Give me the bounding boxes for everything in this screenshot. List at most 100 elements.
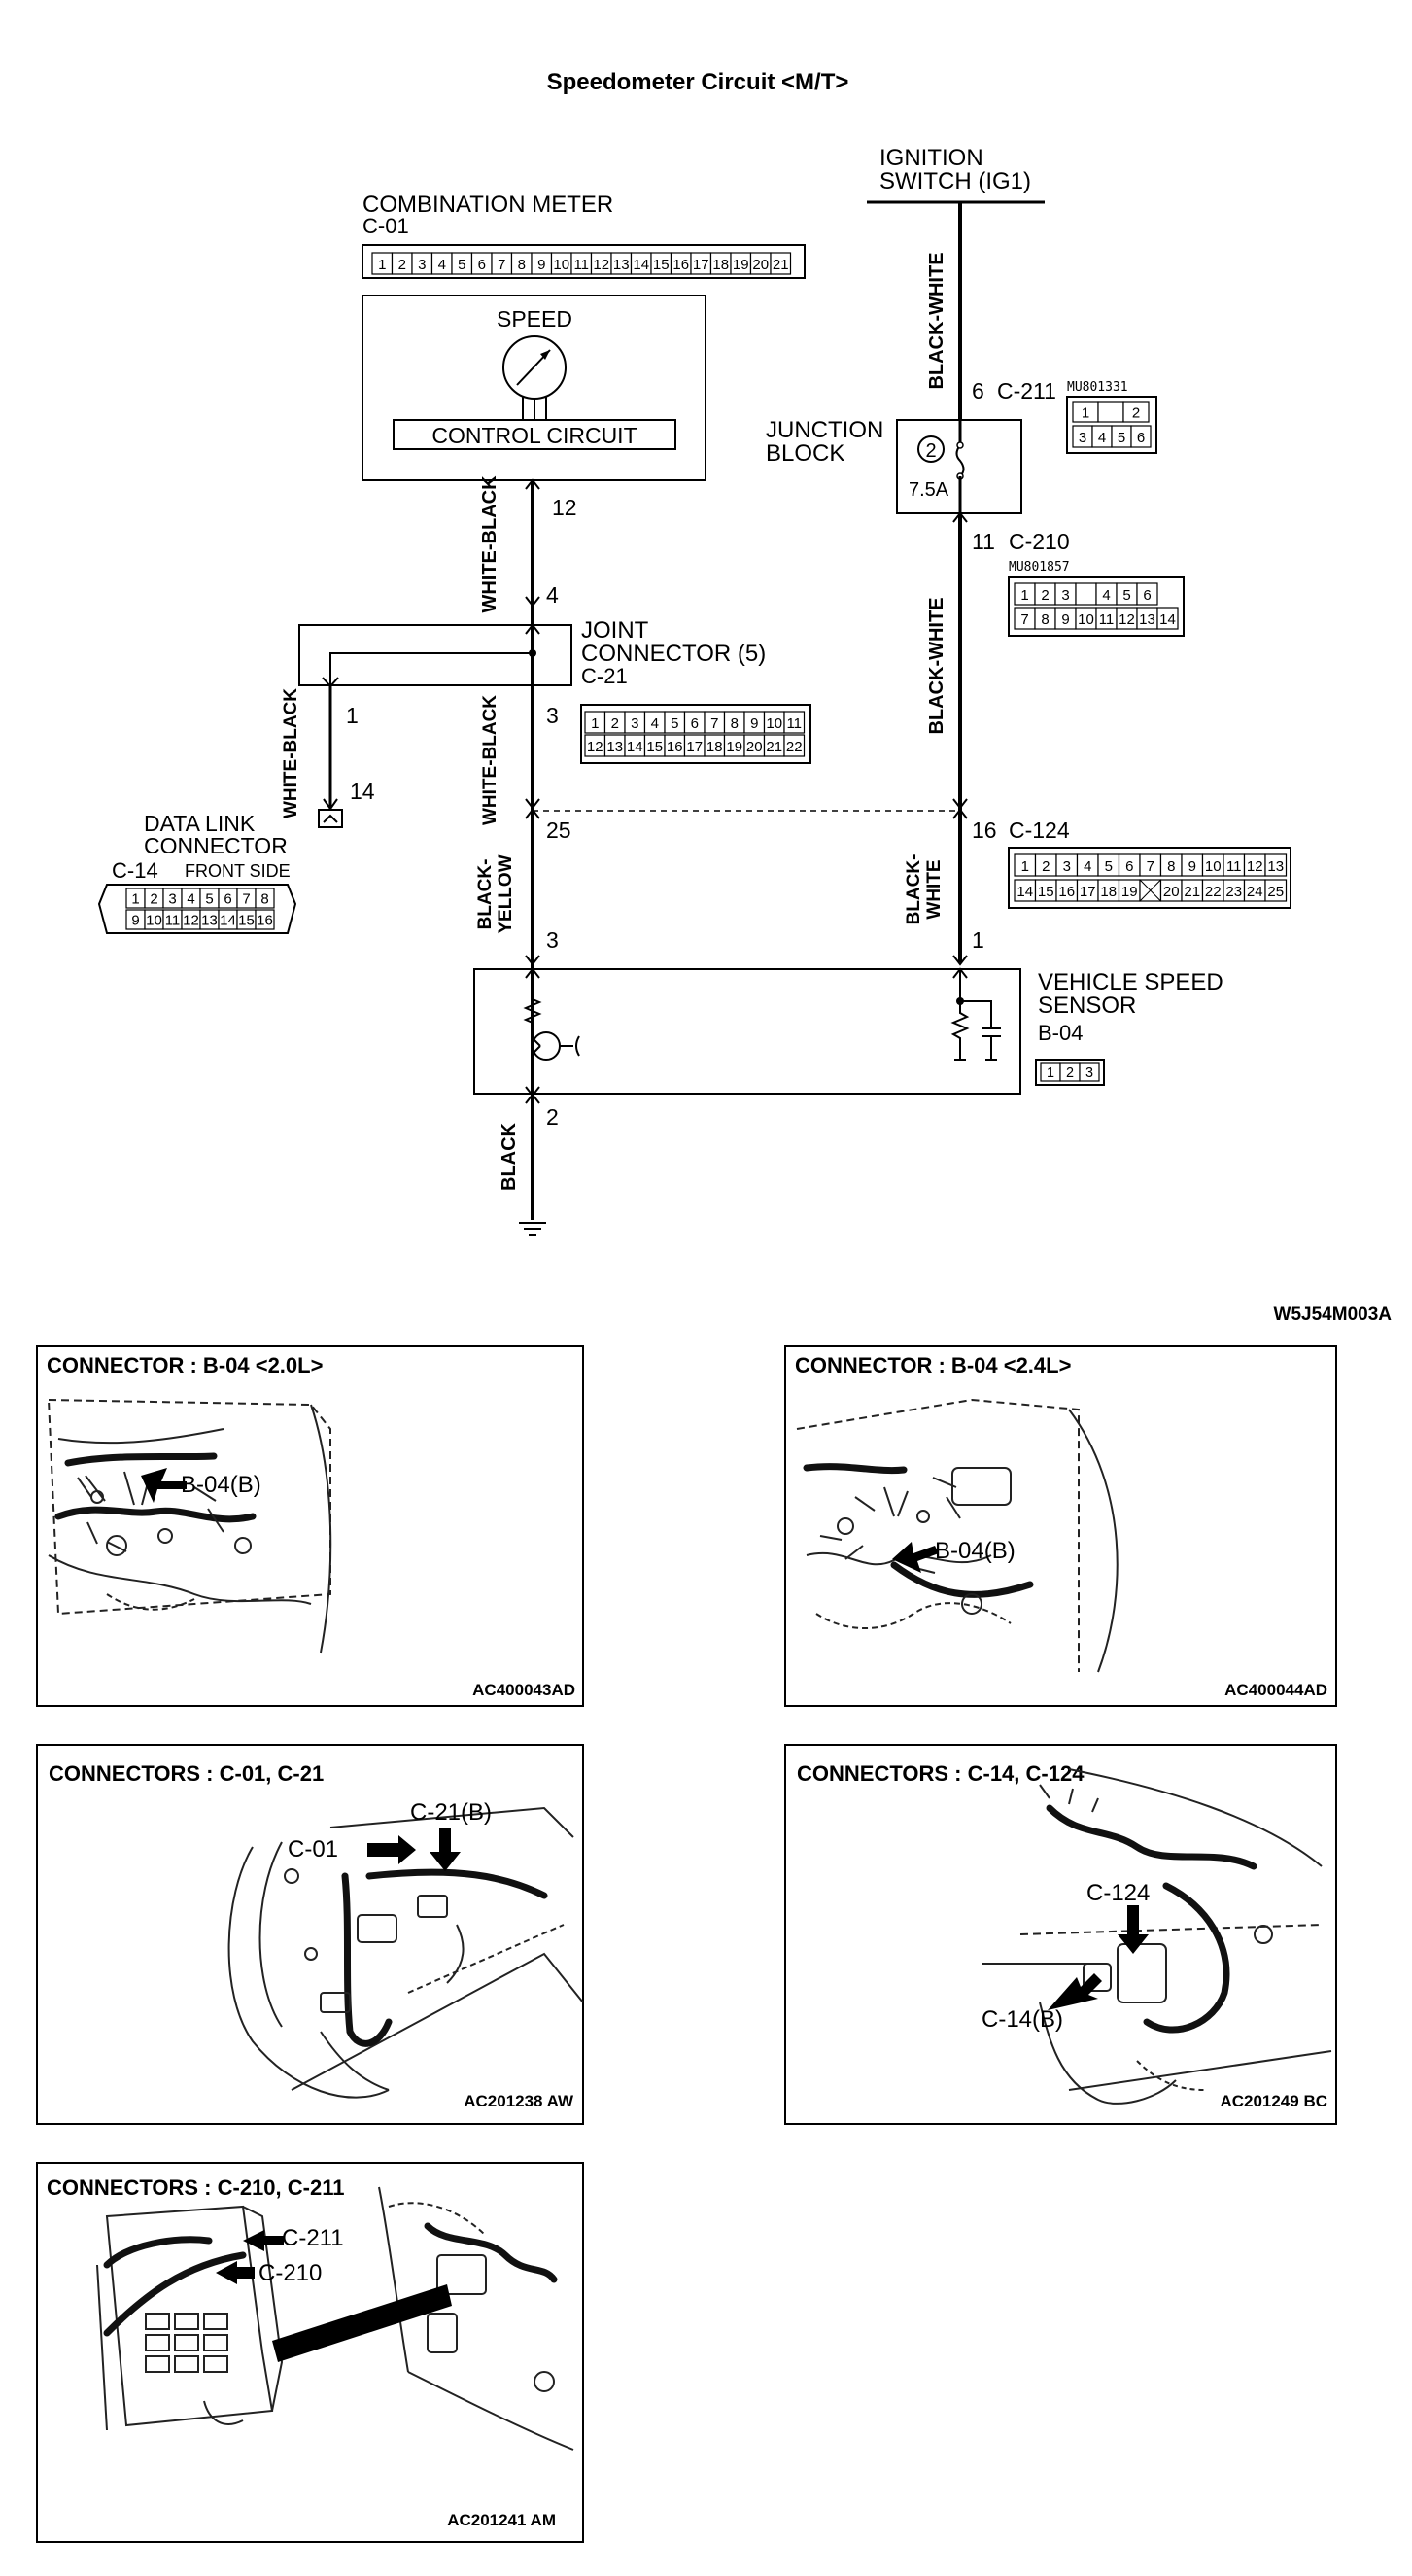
c124-id: C-124 — [1009, 818, 1070, 843]
pin-number: 12 — [1119, 611, 1135, 628]
pin-number: 11 — [1099, 611, 1115, 628]
pin-number: 10 — [766, 715, 782, 732]
pin-c211: 6 — [972, 378, 984, 403]
figure-code: W5J54M003A — [1274, 1305, 1393, 1325]
instrument-panel-illustration — [227, 1806, 584, 2099]
pin-number: 13 — [1139, 611, 1155, 628]
pin-cell — [783, 711, 806, 734]
pin-number: 6 — [1125, 858, 1133, 875]
pin-number: 2 — [1042, 858, 1050, 875]
fuse-number-circle — [917, 435, 945, 463]
pin-cell — [1264, 853, 1288, 877]
panel-code: AC201238 AW — [464, 2092, 574, 2110]
pin-number: 5 — [1118, 430, 1125, 446]
pin-c210: 11 — [972, 529, 995, 554]
pin-number: 5 — [671, 715, 678, 732]
vss-label-1: VEHICLE SPEED — [1038, 969, 1223, 995]
leader-wedge — [272, 2284, 452, 2362]
pin-number: 12 — [183, 913, 199, 929]
pin-number: 8 — [731, 715, 739, 732]
pin-number: 16 — [257, 913, 273, 929]
pin-number: 10 — [146, 913, 162, 929]
pin-number: 14 — [627, 739, 643, 755]
pin-number: 9 — [1061, 611, 1069, 628]
callout-arrow-icon — [430, 1828, 461, 1871]
wire-label-black-white-3a: BLACK- — [904, 854, 924, 925]
vss-transistor-symbol — [523, 972, 580, 1061]
connector-outline — [1008, 847, 1291, 909]
callout-arrow-icon — [892, 1542, 939, 1573]
pin-number: 15 — [653, 257, 670, 273]
callout-c124: C-124 — [1086, 1880, 1150, 1906]
pin-number: 25 — [1267, 884, 1284, 900]
pin-number: 5 — [205, 891, 213, 908]
panel-b04-2-4l: CONNECTOR : B-04 <2.4L> B-04(B) AC400044… — [784, 1345, 1337, 1707]
vss-box — [473, 968, 1021, 1095]
pin-cell — [1122, 401, 1150, 423]
callout-c14: C-14(B) — [982, 2006, 1063, 2033]
pin-number: 3 — [1061, 587, 1069, 604]
pin-number: 9 — [1188, 858, 1196, 875]
pin-number: 1 — [591, 715, 599, 732]
unused-pin-mark — [1139, 879, 1161, 902]
pin-number: 7 — [1020, 611, 1028, 628]
joint-connector-label-1: JOINT — [581, 617, 649, 644]
pin-number: 8 — [518, 257, 526, 273]
panel-title: CONNECTORS : C-01, C-21 — [49, 1761, 324, 1786]
callout-arrow-icon — [243, 2230, 284, 2251]
pin-number: 19 — [733, 257, 749, 273]
pin-number: 1 — [378, 257, 386, 273]
c210-id: C-210 — [1009, 529, 1070, 554]
pin-number: 4 — [1102, 587, 1110, 604]
data-link-label-2: CONNECTOR — [144, 833, 288, 858]
pin-number: 11 — [786, 715, 802, 732]
combination-meter-id: C-01 — [362, 214, 409, 238]
callout-b04-2-0l: B-04(B) — [181, 1472, 261, 1498]
connector-outline — [362, 244, 806, 279]
pin-number: 5 — [1105, 858, 1113, 875]
pin-number: 13 — [606, 739, 623, 755]
panel-title: CONNECTOR : B-04 <2.4L> — [795, 1353, 1071, 1377]
pin-number: 17 — [1080, 884, 1096, 900]
junction-block-illustration — [96, 2186, 574, 2451]
pin-number: 3 — [631, 715, 638, 732]
panel-c210-c211: CONNECTORS : C-210, C-211 C-211 C-210 AC… — [36, 2162, 584, 2543]
callout-arrow-icon — [216, 2261, 255, 2284]
pin-number: 22 — [786, 739, 803, 755]
pin-number: 9 — [750, 715, 758, 732]
pin-jc-out-dl: 1 — [346, 703, 359, 728]
pin-number: 18 — [1100, 884, 1117, 900]
pin-number: 1 — [1047, 1065, 1054, 1081]
pin-number: 16 — [667, 739, 683, 755]
panel-code: AC400044AD — [1224, 1681, 1327, 1699]
pin-jc-in: 4 — [546, 582, 559, 608]
pin-number: 6 — [691, 715, 699, 732]
control-circuit-label: CONTROL CIRCUIT — [431, 423, 637, 448]
fuse-icon — [955, 420, 965, 513]
console-illustration — [982, 1768, 1332, 2105]
pin-number: 10 — [553, 257, 569, 273]
pin-number: 4 — [438, 257, 446, 273]
pin-number: 4 — [651, 715, 659, 732]
panel-code: AC201241 AM — [447, 2511, 556, 2529]
pin-number: 4 — [187, 891, 194, 908]
vss-label-2: SENSOR — [1038, 992, 1136, 1019]
pin-cell — [783, 734, 806, 757]
pin-number: 6 — [224, 891, 231, 908]
data-link-label-1: DATA LINK — [144, 811, 256, 836]
connector-outline — [1066, 396, 1157, 454]
pin-number: 21 — [1184, 884, 1200, 900]
panel-code: AC201249 BC — [1220, 2092, 1327, 2110]
data-link-side: FRONT SIDE — [185, 861, 291, 881]
wire-label-black-yellow-2: YELLOW — [496, 854, 516, 933]
panel-c14-c124: CONNECTORS : C-14, C-124 C-124 C-14(B) A… — [784, 1744, 1337, 2125]
pin-number: 18 — [706, 739, 723, 755]
pin-c124-right: 16 — [972, 818, 997, 843]
callout-c211: C-211 — [282, 2225, 344, 2251]
speed-gauge-label: SPEED — [497, 306, 572, 331]
fuse-number: 2 — [925, 440, 936, 462]
pin-number: 13 — [613, 257, 630, 273]
c211-id: C-211 — [997, 378, 1056, 403]
pin-cell — [1264, 879, 1288, 902]
